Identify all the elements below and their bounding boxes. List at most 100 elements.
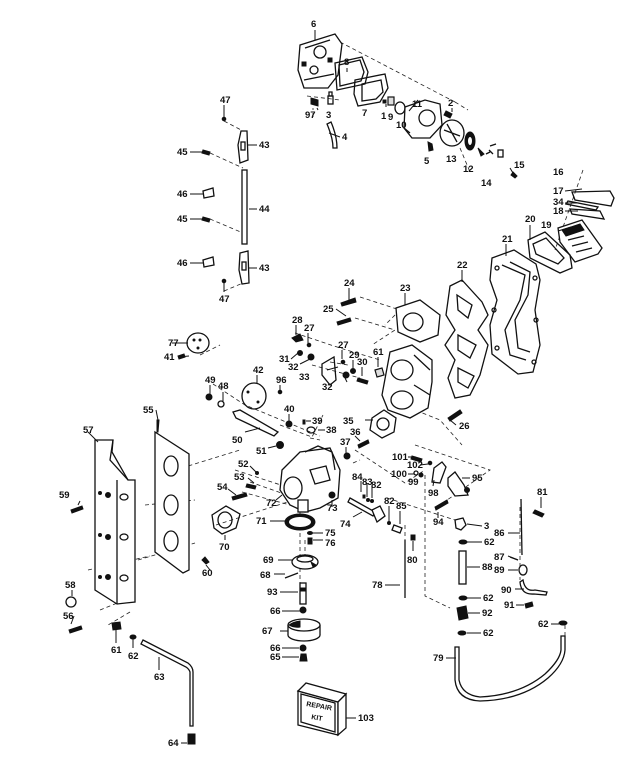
callout-62-b: 62 [483, 593, 494, 604]
callout-62-a: 62 [484, 537, 495, 548]
callout-41: 41 [164, 352, 175, 363]
screw-94 [434, 499, 449, 511]
callout-71: 71 [256, 516, 267, 527]
callout-9: 9 [388, 112, 393, 123]
grommet-89 [518, 564, 528, 576]
callout-56: 56 [63, 611, 74, 622]
callout-25: 25 [323, 304, 334, 315]
callout-32-a: 32 [288, 362, 299, 373]
screw-45-top [201, 149, 211, 156]
nut-99 [418, 472, 424, 478]
reed-petal-18 [569, 208, 606, 220]
callout-12: 12 [463, 164, 474, 175]
silencer-base-55 [154, 419, 190, 574]
callout-64: 64 [168, 738, 179, 749]
callout-47-bottom: 47 [219, 294, 230, 305]
callout-88: 88 [482, 562, 493, 573]
pump-screw-2 [443, 110, 453, 119]
pin-39 [302, 419, 306, 425]
callout-3: 3 [326, 110, 331, 121]
callout-92: 92 [482, 608, 493, 619]
callout-40: 40 [284, 404, 295, 415]
callout-67: 67 [262, 626, 273, 637]
throttle-shaft-44 [241, 169, 248, 245]
pump-hose [326, 121, 338, 149]
spring-30 [356, 377, 369, 385]
callout-labels: 6 8 97 3 4 7 1 9 10 11 2 5 13 12 14 15 1… [59, 19, 564, 749]
screw-91 [524, 601, 534, 609]
callout-96: 96 [276, 375, 287, 386]
callout-62-d: 62 [538, 619, 549, 630]
callout-26: 26 [459, 421, 470, 432]
callout-101: 101 [392, 452, 409, 463]
washer-102 [427, 460, 433, 466]
reed-gasket-20 [527, 231, 573, 274]
callout-82-a: 82 [371, 480, 382, 491]
callout-38: 38 [326, 425, 337, 436]
plug-38 [306, 426, 316, 434]
fitting-3 [454, 517, 467, 531]
callout-19: 19 [541, 220, 552, 231]
fitting-61-top [374, 367, 385, 378]
fuel-pump-diaphragm [353, 73, 389, 107]
bolt-25 [336, 317, 352, 326]
callout-33: 33 [299, 372, 310, 383]
callout-16: 16 [553, 167, 564, 178]
callout-68: 68 [260, 570, 271, 581]
callout-50: 50 [232, 435, 243, 446]
callout-69: 69 [263, 555, 274, 566]
clip-62 [129, 539, 568, 640]
clip-46-top [202, 187, 215, 199]
callout-45-top: 45 [177, 147, 188, 158]
callout-27-b: 27 [338, 340, 349, 351]
screw-81 [532, 509, 545, 518]
callout-6: 6 [311, 19, 316, 30]
screw-83 [366, 498, 370, 502]
callout-46-bottom: 46 [177, 258, 188, 269]
screw-100 [413, 470, 419, 476]
choke-disk-77 [186, 332, 210, 354]
nut-31 [297, 350, 303, 356]
callout-23: 23 [400, 283, 411, 294]
callout-77: 77 [168, 338, 179, 349]
repair-kit-line2: KIT [311, 714, 324, 723]
callout-8: 8 [344, 57, 349, 68]
nut-76 [307, 537, 313, 545]
pump-small-clips [477, 143, 518, 179]
cam-33 [321, 355, 337, 386]
callout-5: 5 [424, 156, 430, 167]
pump-check-valve-plate [439, 119, 465, 147]
callout-7: 7 [362, 108, 367, 119]
bolt-24 [340, 297, 357, 307]
drain-screw-65 [299, 653, 308, 662]
hose-88 [458, 550, 467, 585]
fuel-pump-housing [297, 33, 343, 89]
callout-99: 99 [408, 477, 419, 488]
washer-75 [307, 531, 313, 535]
silencer-cover-57 [94, 439, 136, 605]
callout-36: 36 [350, 427, 361, 438]
callout-14: 14 [481, 178, 492, 189]
callout-72: 72 [266, 498, 277, 509]
hose-79 [454, 635, 566, 702]
pump-elbow-fitting [310, 91, 334, 107]
callout-78: 78 [372, 580, 383, 591]
callout-27-a: 27 [304, 323, 315, 334]
spring-53 [245, 483, 257, 490]
callout-22: 22 [457, 260, 468, 271]
reed-block-19 [557, 219, 603, 263]
callout-35: 35 [343, 416, 354, 427]
callout-62-e: 62 [128, 651, 139, 662]
pin-47 [221, 116, 227, 284]
callout-59: 59 [59, 490, 70, 501]
callout-54: 54 [217, 482, 228, 493]
callout-48: 48 [218, 381, 229, 392]
callout-85: 85 [396, 501, 407, 512]
callout-28: 28 [292, 315, 303, 326]
carburetor-body-72 [279, 445, 341, 513]
screw-56 [68, 625, 83, 634]
screw-36 [357, 439, 370, 449]
callout-79: 79 [433, 653, 444, 664]
callout-70: 70 [219, 542, 230, 553]
fitting-64 [187, 733, 196, 745]
